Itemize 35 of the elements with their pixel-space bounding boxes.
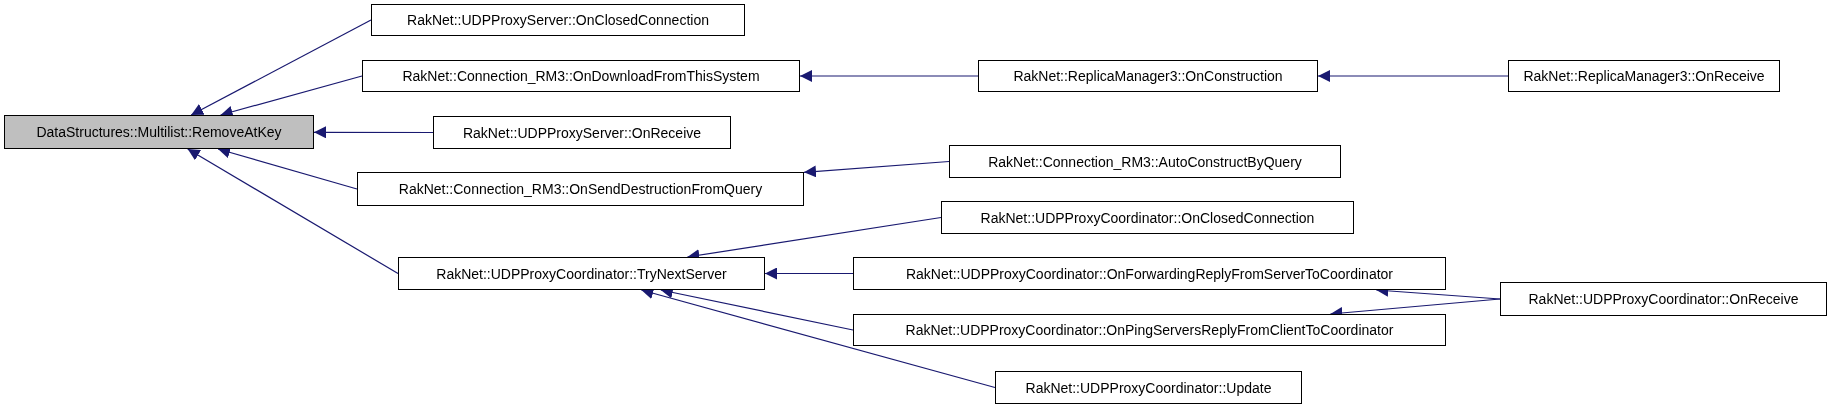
function-name: RakNet::ReplicaManager3::OnReceive <box>1523 68 1765 84</box>
function-box <box>362 60 800 92</box>
function-box <box>1500 282 1827 316</box>
function-box <box>978 60 1318 92</box>
function-box <box>1508 60 1780 92</box>
function-box <box>357 172 804 206</box>
function-name: RakNet::UDPProxyCoordinator::OnPingServersReplyFromClientToCoordinator <box>905 322 1394 338</box>
function-name: RakNet::UDPProxyCoordinator::Update <box>1025 379 1272 396</box>
function-name: RakNet::UDPProxyCoordinator::TryNextServer <box>436 265 727 282</box>
function-box <box>371 4 745 36</box>
function-name: RakNet::Connection_RM3::OnSendDestructionFromQuery <box>398 181 763 197</box>
arrow <box>799 70 979 82</box>
function-box <box>853 314 1446 346</box>
function-name: RakNet::UDPProxyCoordinator::OnClosedConnection <box>980 209 1315 226</box>
function-name: RakNet::UDPProxyCoordinator::OnReceive <box>1528 291 1799 307</box>
function-name: DataStructures::Multilist::RemoveAtKey <box>36 124 282 140</box>
arrow <box>313 126 434 139</box>
function-name: RakNet::ReplicaManager3::OnConstruction <box>1013 68 1283 84</box>
arrow <box>1317 70 1509 82</box>
arrow <box>803 160 950 178</box>
function-name: RakNet::UDPProxyCoordinator::OnForwardingReplyFromServerToCoordinator <box>905 265 1394 282</box>
function-name: RakNet::UDPProxyServer::OnReceive <box>462 124 702 141</box>
function-name: RakNet::UDPProxyServer::OnClosedConnection <box>407 12 709 28</box>
function-box <box>398 257 765 290</box>
function-box <box>853 257 1446 290</box>
function-box <box>941 201 1354 234</box>
arrow <box>187 148 399 275</box>
function-name: RakNet::Connection_RM3::AutoConstructByQuery <box>988 153 1302 170</box>
arrow <box>190 19 372 116</box>
function-box <box>433 116 731 149</box>
function-box <box>4 115 314 149</box>
arrow <box>764 267 854 280</box>
function-box <box>949 145 1341 178</box>
function-box <box>995 371 1302 404</box>
function-name: RakNet::Connection_RM3::OnDownloadFromThisSystem <box>402 68 760 84</box>
